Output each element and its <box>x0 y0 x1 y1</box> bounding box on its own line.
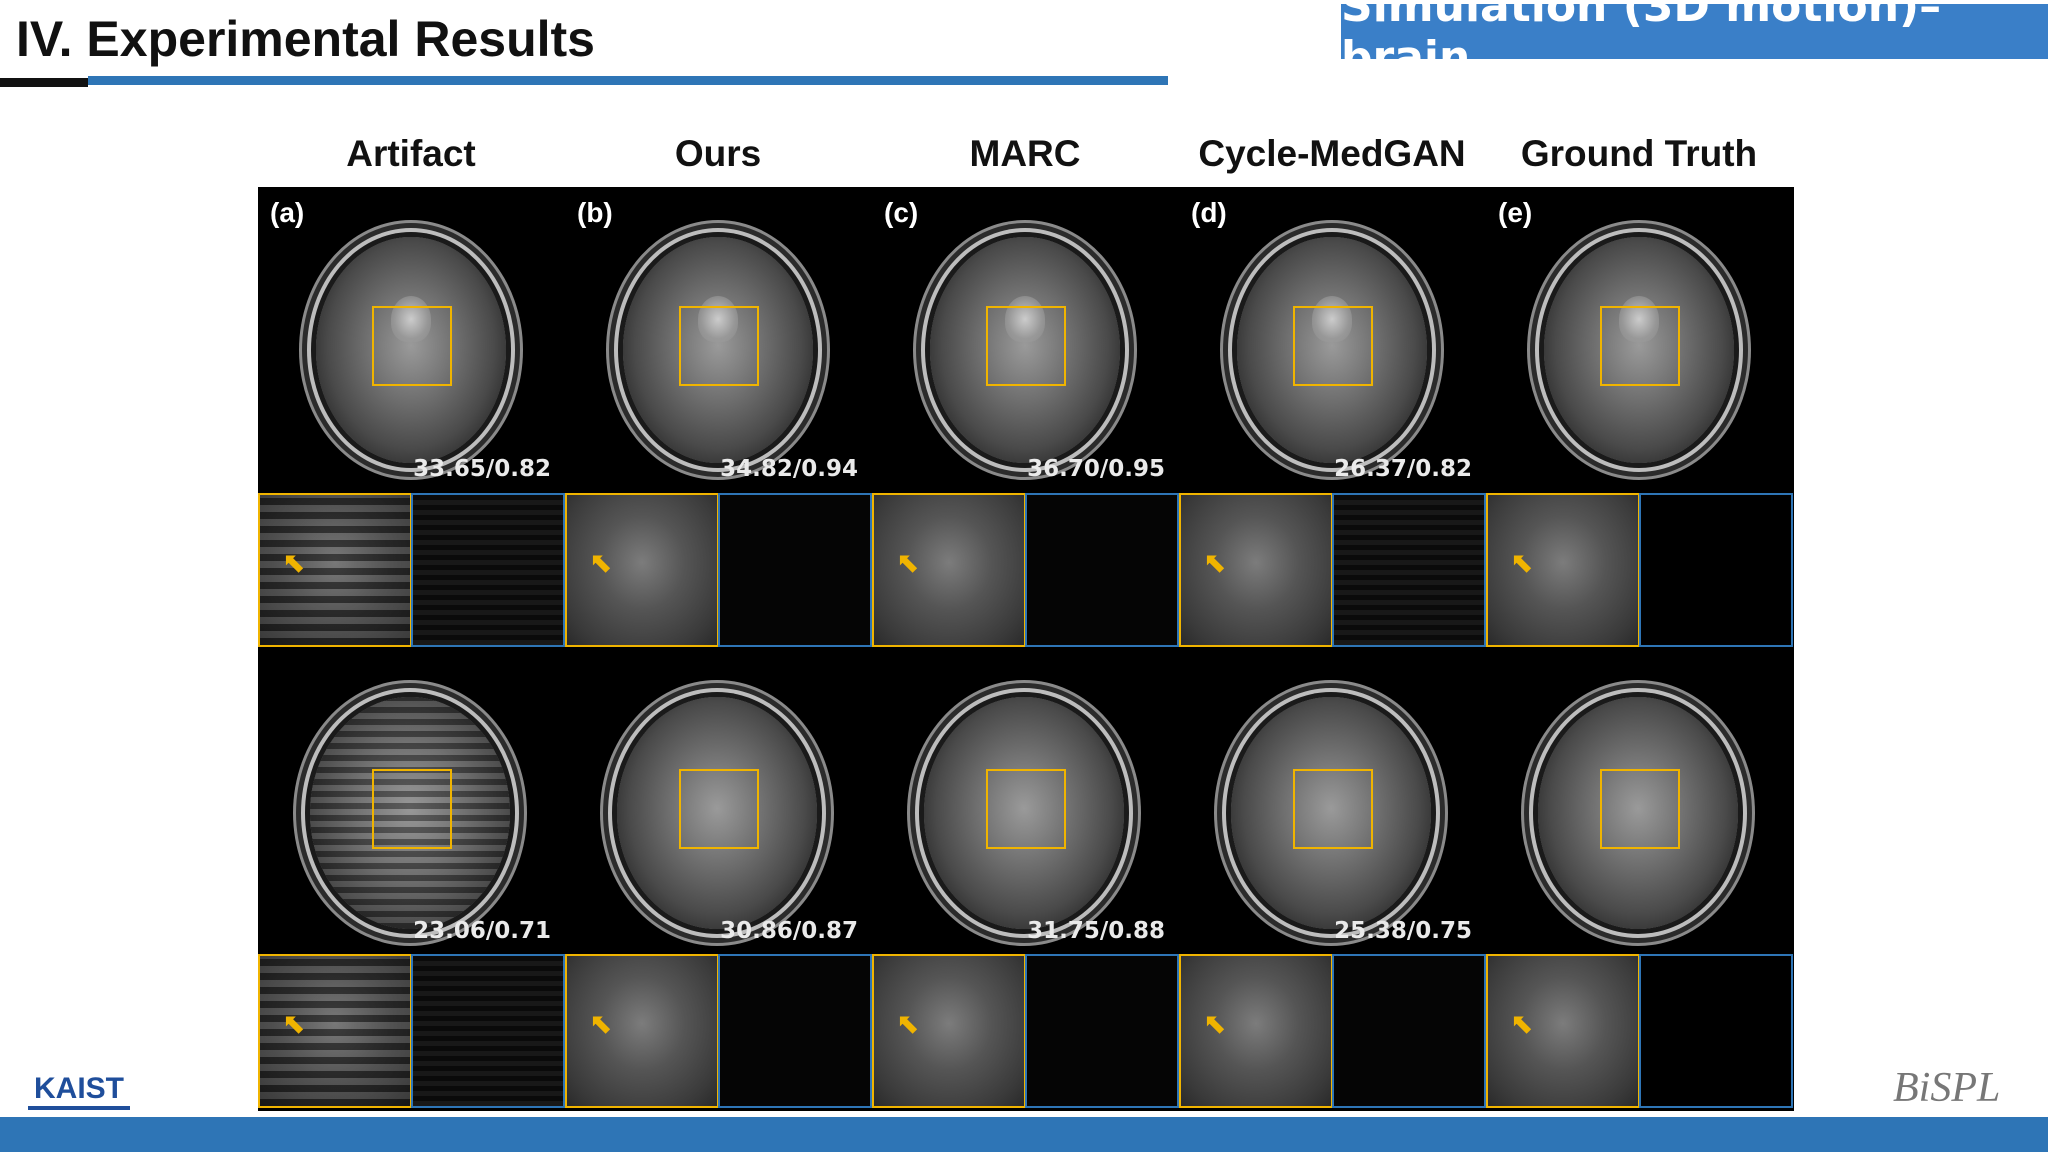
mr-image-row1-ground-truth: (e) <box>1486 187 1793 490</box>
metric-psnr-ssim: 23.06/0.71 <box>413 918 551 944</box>
mr-brain <box>623 237 813 463</box>
ventricles <box>1619 295 1659 342</box>
mr-image-row2-cycle-medgan: 25.38/0.75 <box>1179 649 1486 952</box>
roi-box <box>679 306 759 386</box>
metric-psnr-ssim: 31.75/0.88 <box>1027 918 1165 944</box>
mr-image-row2-marc: 31.75/0.88 <box>872 649 1179 952</box>
column-header-ground-truth: Ground Truth <box>1520 133 1758 174</box>
metric-psnr-ssim: 34.82/0.94 <box>720 456 858 482</box>
column-header-artifact: Artifact <box>346 133 476 174</box>
panel-label: (a) <box>270 197 305 228</box>
error-map-marc <box>1025 493 1179 647</box>
arrow-icon: ⬉ <box>589 1007 613 1040</box>
ventricles <box>391 295 431 342</box>
panel-label: (d) <box>1191 197 1227 228</box>
mr-brain <box>930 237 1120 463</box>
error-map-ground-truth <box>1639 954 1793 1108</box>
ventricles <box>1312 295 1352 342</box>
title-underline-blue <box>88 76 1168 85</box>
zoom-crop-marc: ⬉ <box>872 954 1026 1108</box>
mr-brain <box>316 237 506 463</box>
arrow-icon: ⬉ <box>1203 1007 1227 1040</box>
metric-psnr-ssim: 25.38/0.75 <box>1334 918 1472 944</box>
mr-image-row2-artifact: 23.06/0.71 <box>258 649 565 952</box>
title-underline-dark <box>0 78 88 87</box>
zoom-crop-artifact: ⬉ <box>258 954 412 1108</box>
slide-title: IV. Experimental Results <box>16 11 595 67</box>
panel-label: (b) <box>577 197 613 228</box>
mr-brain <box>1544 237 1734 463</box>
mr-image-row2-ours: 30.86/0.87 <box>565 649 872 952</box>
error-map-marc <box>1025 954 1179 1108</box>
mr-brain <box>924 697 1124 929</box>
roi-box <box>986 769 1066 849</box>
arrow-icon: ⬉ <box>1510 1007 1534 1040</box>
zoom-crop-cycle-medgan: ⬉ <box>1179 954 1333 1108</box>
mr-brain <box>617 697 817 929</box>
column-header-cycle-medgan: Cycle-MedGAN <box>1198 133 1466 174</box>
roi-box <box>1293 306 1373 386</box>
panel-label: (e) <box>1498 197 1533 228</box>
results-panel: (a) 33.65/0.82 (b) 34.82/0.94 (c) 36.70/… <box>258 187 1794 1111</box>
metric-psnr-ssim: 33.65/0.82 <box>413 456 551 482</box>
error-map-artifact <box>411 954 565 1108</box>
bispl-logo: BiSPL <box>1893 1065 2001 1111</box>
roi-box <box>372 769 452 849</box>
zoom-crop-ours: ⬉ <box>565 493 719 647</box>
column-header-ours: Ours <box>674 133 762 174</box>
mr-brain <box>1231 697 1431 929</box>
roi-box <box>1600 769 1680 849</box>
ventricles <box>698 295 738 342</box>
error-map-cycle-medgan <box>1332 493 1486 647</box>
arrow-icon: ⬉ <box>282 1007 306 1040</box>
mr-image-row1-cycle-medgan: (d) 26.37/0.82 <box>1179 187 1486 490</box>
zoom-crop-ground-truth: ⬉ <box>1486 493 1640 647</box>
error-map-ours <box>718 954 872 1108</box>
metric-psnr-ssim: 36.70/0.95 <box>1027 456 1165 482</box>
zoom-row-1: ⬉ ⬉ ⬉ ⬉ ⬉ <box>258 493 1794 647</box>
zoom-row-2: ⬉ ⬉ ⬉ ⬉ ⬉ <box>258 954 1794 1108</box>
mr-image-row1-marc: (c) 36.70/0.95 <box>872 187 1179 490</box>
mr-image-row2-ground-truth <box>1486 649 1793 952</box>
error-map-ours <box>718 493 872 647</box>
arrow-icon: ⬉ <box>282 546 306 579</box>
kaist-logo: KAIST <box>28 1072 130 1110</box>
ventricles <box>1005 295 1045 342</box>
metric-psnr-ssim: 26.37/0.82 <box>1334 456 1472 482</box>
metric-psnr-ssim: 30.86/0.87 <box>720 918 858 944</box>
zoom-crop-cycle-medgan: ⬉ <box>1179 493 1333 647</box>
arrow-icon: ⬉ <box>589 546 613 579</box>
zoom-crop-ours: ⬉ <box>565 954 719 1108</box>
footer-bar <box>0 1117 2048 1152</box>
arrow-icon: ⬉ <box>896 546 920 579</box>
arrow-icon: ⬉ <box>1510 546 1534 579</box>
mr-brain <box>1237 237 1427 463</box>
roi-box <box>679 769 759 849</box>
error-map-cycle-medgan <box>1332 954 1486 1108</box>
roi-box <box>986 306 1066 386</box>
roi-box <box>372 306 452 386</box>
arrow-icon: ⬉ <box>896 1007 920 1040</box>
mr-brain <box>310 697 510 929</box>
error-map-artifact <box>411 493 565 647</box>
roi-box <box>1293 769 1373 849</box>
arrow-icon: ⬉ <box>1203 546 1227 579</box>
zoom-crop-ground-truth: ⬉ <box>1486 954 1640 1108</box>
mr-image-row1-artifact: (a) 33.65/0.82 <box>258 187 565 490</box>
zoom-crop-artifact: ⬉ <box>258 493 412 647</box>
roi-box <box>1600 306 1680 386</box>
zoom-crop-marc: ⬉ <box>872 493 1026 647</box>
column-header-marc: MARC <box>969 133 1081 174</box>
mr-image-row1-ours: (b) 34.82/0.94 <box>565 187 872 490</box>
panel-label: (c) <box>884 197 919 228</box>
section-tag: Simulation (3D motion)– brain <box>1341 0 2048 83</box>
error-map-ground-truth <box>1639 493 1793 647</box>
mr-brain <box>1538 697 1738 929</box>
